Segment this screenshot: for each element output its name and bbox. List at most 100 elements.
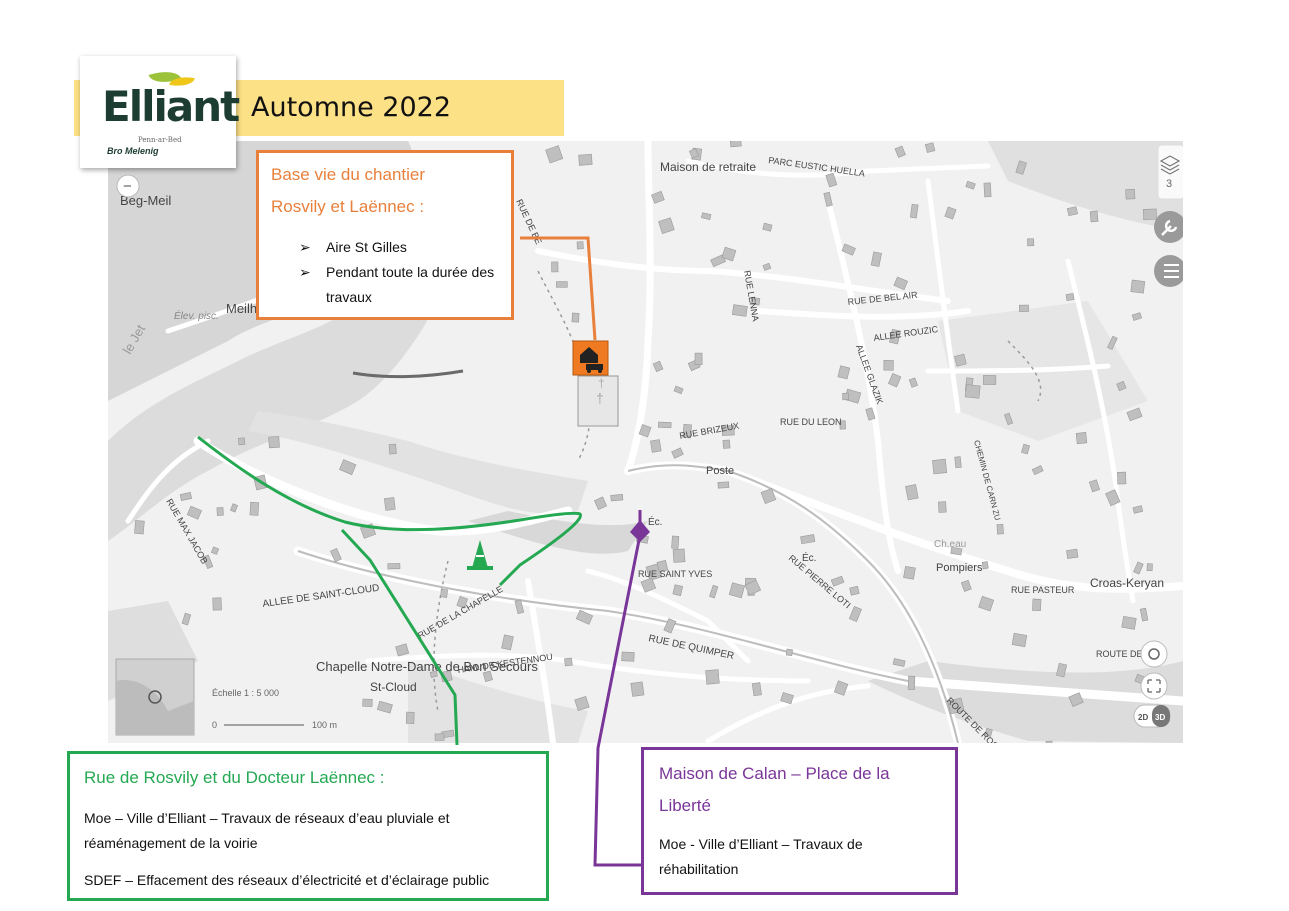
building bbox=[721, 246, 737, 262]
callout-title: Rosvily et Laënnec : bbox=[271, 197, 425, 216]
place-label: Éc. bbox=[648, 515, 662, 528]
scale-distance: 100 m bbox=[312, 720, 337, 730]
building bbox=[671, 535, 680, 549]
building bbox=[932, 458, 948, 475]
page-title: Automne 2022 bbox=[251, 92, 452, 123]
place-label: St-Cloud bbox=[370, 680, 417, 694]
building bbox=[1015, 160, 1027, 175]
building bbox=[1075, 432, 1088, 445]
callout-title: Base vie du chantier bbox=[271, 165, 426, 184]
building bbox=[909, 203, 919, 219]
building bbox=[405, 711, 415, 724]
building bbox=[800, 534, 816, 545]
building bbox=[1004, 412, 1014, 426]
building bbox=[576, 241, 584, 250]
fullscreen-button[interactable] bbox=[1140, 672, 1168, 700]
building bbox=[514, 599, 525, 615]
elliant-logo: Elliant Penn-ar-Bed Bro Melenig bbox=[80, 56, 240, 168]
view-2d-button[interactable]: 2D bbox=[1138, 713, 1148, 722]
minus-icon: − bbox=[123, 178, 132, 195]
tools-button[interactable] bbox=[1154, 211, 1183, 243]
building bbox=[823, 191, 833, 207]
locate-button[interactable] bbox=[1140, 640, 1168, 668]
place-label: Maison de retraite bbox=[660, 160, 756, 174]
building bbox=[1125, 188, 1136, 200]
building bbox=[728, 582, 745, 599]
callout-paragraph: SDEF – Effacement des réseaux d’électric… bbox=[84, 872, 490, 888]
scale-zero: 0 bbox=[212, 720, 217, 730]
place-label: Poste bbox=[706, 465, 734, 477]
building bbox=[729, 141, 742, 148]
building bbox=[908, 377, 918, 388]
callout-title: Rue de Rosvily et du Docteur Laënnec : bbox=[84, 768, 385, 787]
construction-site-icon[interactable] bbox=[572, 340, 609, 376]
building bbox=[1027, 238, 1035, 247]
view-3d-button[interactable]: 3D bbox=[1155, 713, 1165, 722]
building bbox=[709, 584, 719, 599]
building bbox=[575, 609, 594, 625]
building bbox=[1146, 563, 1153, 572]
building bbox=[841, 243, 856, 256]
target-icon bbox=[148, 690, 162, 704]
view-mode-toggle[interactable]: 2D 3D bbox=[1133, 704, 1171, 728]
building bbox=[362, 698, 373, 707]
building bbox=[700, 212, 712, 220]
building bbox=[1088, 479, 1100, 493]
place-label: Ch.eau bbox=[934, 539, 966, 550]
building bbox=[978, 595, 995, 612]
layers-icon bbox=[1159, 155, 1181, 175]
place-label: Meilh bbox=[226, 301, 257, 316]
building bbox=[965, 180, 976, 190]
building bbox=[1045, 740, 1053, 743]
building bbox=[268, 436, 280, 449]
building bbox=[785, 648, 793, 656]
layers-control[interactable]: 3 bbox=[1157, 144, 1183, 200]
building bbox=[888, 373, 902, 388]
building bbox=[865, 407, 876, 421]
building bbox=[551, 261, 559, 273]
building bbox=[1117, 471, 1127, 485]
building bbox=[216, 507, 224, 516]
building bbox=[849, 585, 860, 596]
building bbox=[501, 634, 514, 651]
building bbox=[383, 497, 396, 511]
overview-minimap[interactable] bbox=[115, 658, 195, 736]
building bbox=[889, 328, 901, 345]
zoom-out-button[interactable]: − bbox=[116, 174, 140, 198]
building bbox=[658, 421, 672, 429]
building bbox=[1130, 279, 1146, 294]
building bbox=[594, 496, 608, 511]
building bbox=[1126, 407, 1143, 422]
building bbox=[996, 523, 1004, 535]
building bbox=[610, 494, 624, 502]
building bbox=[574, 696, 590, 712]
scale-bar: Échelle 1 : 5 000 0 100 m bbox=[212, 688, 337, 730]
building bbox=[842, 392, 849, 401]
building bbox=[1121, 615, 1137, 630]
legend-button[interactable] bbox=[1154, 255, 1183, 287]
building bbox=[837, 365, 851, 380]
building bbox=[1021, 443, 1031, 455]
list-item: ➢Aire St Gilles bbox=[299, 235, 499, 260]
logo-tagline: Penn-ar-Bed bbox=[138, 136, 182, 144]
building bbox=[751, 682, 762, 697]
place-label: Pompiers bbox=[936, 562, 983, 574]
building bbox=[1068, 692, 1084, 707]
layers-count: 3 bbox=[1166, 178, 1172, 190]
building bbox=[249, 501, 260, 516]
building bbox=[903, 565, 916, 580]
building bbox=[907, 675, 916, 690]
building bbox=[905, 484, 919, 501]
building bbox=[181, 612, 192, 626]
building bbox=[621, 651, 635, 662]
building bbox=[578, 153, 593, 166]
church bbox=[577, 375, 619, 427]
logo-wordmark: Elliant bbox=[102, 82, 240, 131]
building bbox=[938, 501, 947, 513]
building bbox=[440, 588, 448, 598]
building bbox=[638, 424, 652, 438]
building bbox=[984, 727, 993, 737]
target-icon bbox=[1148, 648, 1160, 660]
building bbox=[960, 579, 972, 592]
arrow-bullet-icon: ➢ bbox=[299, 239, 311, 255]
